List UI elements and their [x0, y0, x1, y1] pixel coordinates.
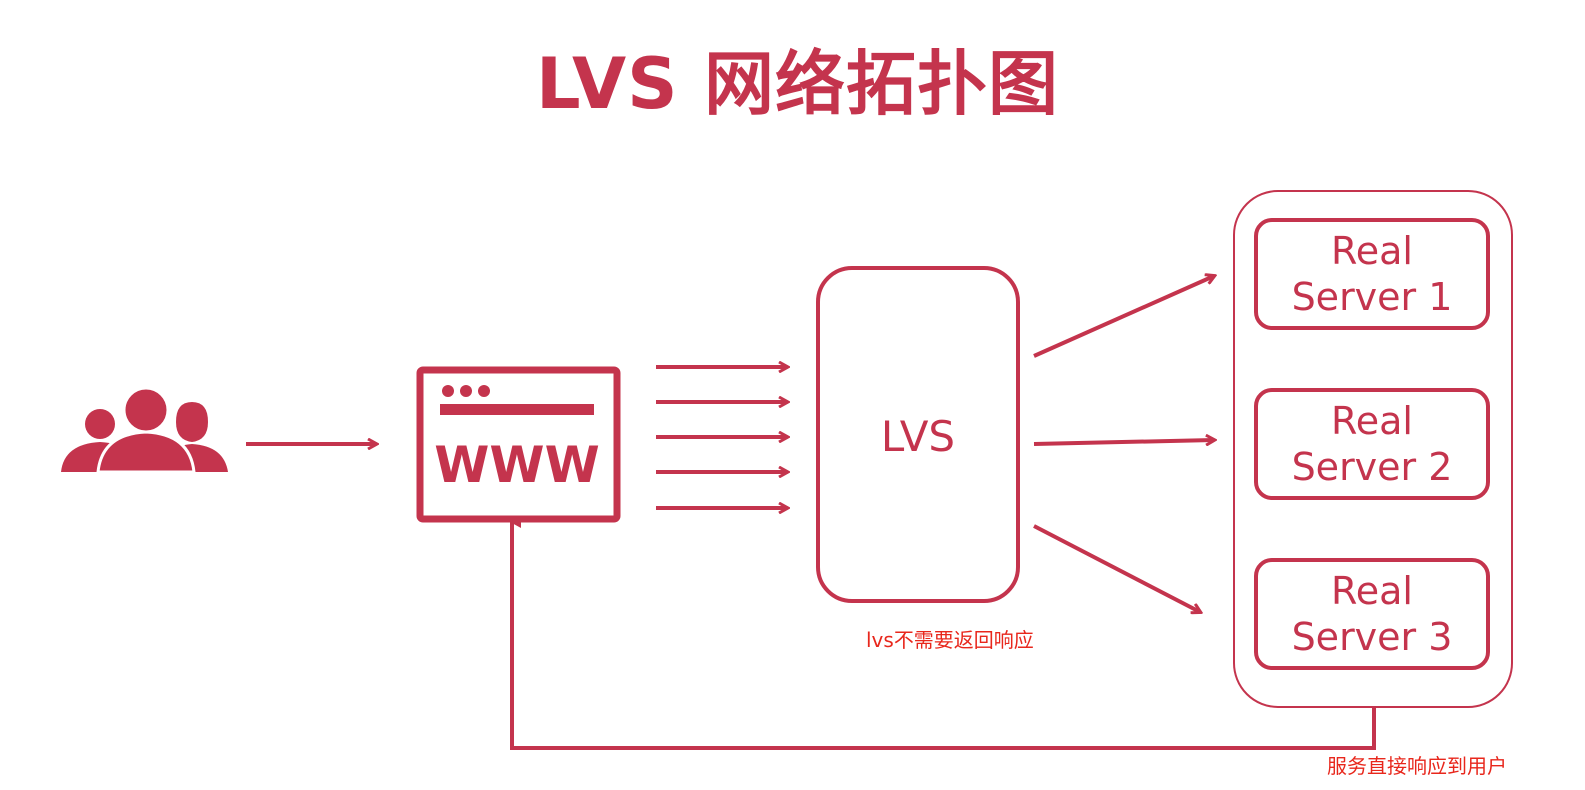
arrows-lvs-to-servers	[1033, 276, 1214, 612]
arrows-www-to-lvs	[656, 367, 787, 508]
real-server-1-label: Real Server 1	[1291, 229, 1453, 319]
real-server-2-box	[1254, 388, 1490, 500]
www-browser-icon: WWW	[416, 366, 621, 523]
return-path-server-to-www	[510, 516, 1376, 750]
return-note: 服务直接响应到用户	[1327, 754, 1507, 778]
www-label: WWW	[434, 436, 599, 494]
real-server-1-box	[1254, 218, 1490, 330]
lvs-label: LVS	[880, 412, 956, 461]
lvs-box	[816, 266, 1020, 603]
lvs-note: lvs不需要返回响应	[866, 628, 1034, 652]
real-server-2-label: Real Server 2	[1291, 399, 1453, 489]
page-title: LVS 网络拓扑图	[536, 43, 1059, 125]
users-group-icon	[61, 386, 228, 474]
real-server-3-box	[1254, 558, 1490, 670]
real-server-3-label: Real Server 3	[1291, 569, 1453, 659]
